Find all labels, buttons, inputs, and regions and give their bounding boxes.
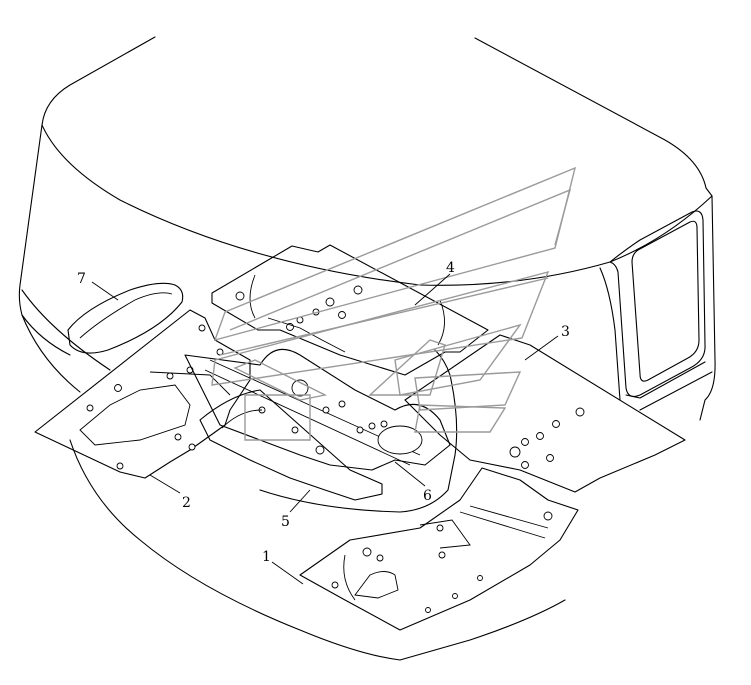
panel-3-rear-right <box>404 334 686 493</box>
panel-1-floor-bottom <box>299 467 579 631</box>
callout-1: 1 <box>262 549 304 585</box>
callout-7: 7 <box>77 271 119 301</box>
callout-label-5: 5 <box>281 514 290 530</box>
callout-label-1: 1 <box>262 549 271 565</box>
callout-label-3: 3 <box>561 324 570 340</box>
callout-label-7: 7 <box>77 271 86 287</box>
cab-body-outline <box>18 36 716 661</box>
panel-flange <box>259 349 458 513</box>
callout-6: 6 <box>394 461 432 504</box>
callout-4: 4 <box>414 260 455 306</box>
callout-label-2: 2 <box>182 495 191 511</box>
callout-2: 2 <box>149 474 191 511</box>
side-window <box>599 210 713 411</box>
callout-label-4: 4 <box>446 260 455 276</box>
callout-5: 5 <box>281 489 311 530</box>
callout-3: 3 <box>524 324 570 361</box>
panel-2-floor-left <box>34 309 251 479</box>
panel-5-floor-lower <box>199 389 383 501</box>
panel-7-pad <box>67 282 184 354</box>
watermark-logo <box>211 166 577 441</box>
callout-label-6: 6 <box>423 488 432 504</box>
panel-6-tunnel <box>184 348 451 471</box>
